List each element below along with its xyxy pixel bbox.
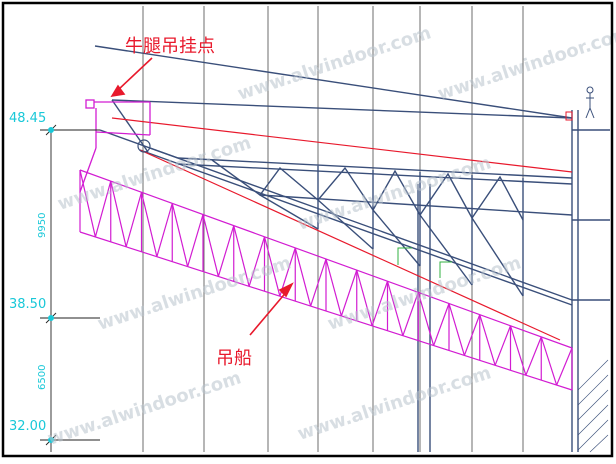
gondola-diagonal-member bbox=[540, 336, 558, 386]
annotation-arrows bbox=[110, 57, 294, 336]
red-reference-lines bbox=[111, 117, 573, 341]
gondola-diagonal-member bbox=[125, 192, 143, 247]
gondola-diagonal-member bbox=[110, 180, 127, 247]
gondola-diagonal-member bbox=[263, 236, 281, 297]
dimension-lower-value: 6500 bbox=[37, 365, 48, 390]
gondola-label: 吊船 bbox=[216, 348, 252, 369]
gondola-diagonal-member bbox=[509, 325, 527, 376]
gondola-diagonal-member bbox=[448, 303, 465, 356]
elevation-markers bbox=[48, 127, 54, 443]
gondola-diagonal-member bbox=[94, 180, 112, 238]
elevation-upper-label: 48.45 bbox=[9, 111, 46, 126]
gondola-diagonal-member bbox=[310, 258, 327, 307]
gondola-diagonal-member bbox=[79, 169, 96, 238]
gondola-diagonal-member bbox=[171, 203, 189, 267]
elevation-lower-label: 32.00 bbox=[9, 419, 46, 434]
top-right-marker bbox=[565, 111, 573, 121]
green-markers bbox=[397, 247, 452, 278]
gondola-diagonal-member bbox=[156, 203, 173, 257]
main-truss-structure bbox=[94, 45, 610, 452]
gondola-diagonal-member bbox=[248, 236, 266, 287]
gondola-diagonal-member bbox=[325, 258, 342, 317]
dimension-upper-value: 9950 bbox=[37, 213, 48, 238]
gondola-diagonal-member bbox=[525, 336, 542, 376]
gondola-diagonal-member bbox=[556, 347, 573, 386]
gondola-diagonal-member bbox=[202, 214, 219, 277]
gondola-diagonal-member bbox=[294, 247, 312, 307]
gondola-diagonal-member bbox=[463, 314, 481, 356]
cantilever-hanging-point-label: 牛腿吊挂点 bbox=[125, 36, 215, 57]
gondola-diagonal-member bbox=[371, 281, 389, 327]
hanging-bracket bbox=[79, 99, 151, 193]
gondola-diagonal-member bbox=[386, 281, 404, 336]
gondola-diagonal-member bbox=[433, 303, 450, 346]
gondola-diagonal-member bbox=[217, 225, 235, 277]
gondola-diagonal-member bbox=[187, 214, 204, 267]
gondola-diagonal-member bbox=[340, 269, 358, 317]
gondola-diagonal-member bbox=[479, 314, 496, 366]
gondola-diagonal-member bbox=[417, 292, 435, 346]
gondola-diagonal-member bbox=[402, 292, 419, 336]
gondola-diagonal-member bbox=[140, 192, 158, 257]
pulley-wheel-icon bbox=[137, 139, 151, 153]
gondola-diagonal-member bbox=[356, 269, 373, 326]
wall-hatching bbox=[577, 359, 609, 453]
elevation-middle-label: 38.50 bbox=[9, 297, 46, 312]
person-figure-icon bbox=[585, 86, 595, 119]
gondola-diagonal-member bbox=[494, 325, 512, 366]
gondola-diagonal-member bbox=[233, 225, 250, 287]
